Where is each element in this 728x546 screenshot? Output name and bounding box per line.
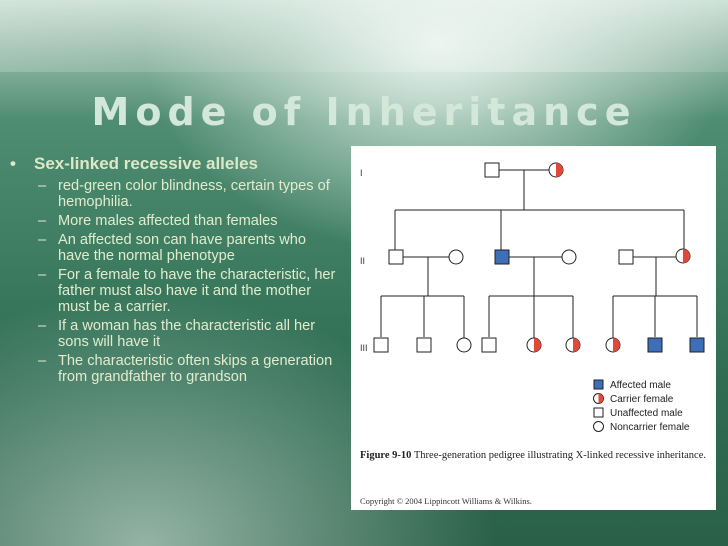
unaffected-male-symbol	[416, 337, 432, 353]
legend-label: Noncarrier female	[610, 422, 690, 433]
dash-marker: –	[38, 178, 47, 194]
unaffected-male-symbol	[481, 337, 497, 353]
affected-male-symbol	[494, 249, 510, 265]
pedigree-lines	[380, 169, 698, 338]
noncarrier-female-symbol	[561, 249, 577, 265]
dash-marker: –	[38, 353, 47, 369]
unaffected-male-symbol	[484, 162, 500, 178]
sub-bullet: –If a woman has the characteristic all h…	[10, 318, 340, 350]
noncarrier-female-symbol	[448, 249, 464, 265]
affected-male-symbol	[689, 337, 705, 353]
pedigree-chart: I II III	[360, 162, 705, 433]
noncarrier-female-symbol	[456, 337, 472, 353]
dash-marker: –	[38, 232, 47, 248]
sub-bullet-text: The characteristic often skips a generat…	[58, 353, 333, 385]
carrier-female-symbol	[675, 248, 691, 264]
pedigree-figure: I II III	[351, 146, 716, 510]
dash-marker: –	[38, 267, 47, 283]
affected-male-symbol	[647, 337, 663, 353]
sub-bullet-text: For a female to have the characteristic,…	[58, 267, 336, 315]
sub-bullet-text: If a woman has the characteristic all he…	[58, 318, 316, 350]
sub-bullet-text: An affected son can have parents who hav…	[58, 232, 306, 264]
legend-label: Carrier female	[610, 394, 674, 405]
caption-label: Figure 9-10	[360, 450, 412, 461]
carrier-female-symbol	[526, 337, 542, 353]
carrier-female-symbol	[605, 337, 621, 353]
sub-bullet-text: More males affected than females	[58, 213, 278, 229]
bullet-list: • Sex-linked recessive alleles –red-gree…	[10, 154, 340, 388]
sub-bullet: –For a female to have the characteristic…	[10, 267, 340, 315]
generation-label: I	[360, 168, 363, 178]
legend-carrier-female-swatch	[593, 393, 604, 404]
carrier-female-symbol	[548, 162, 564, 178]
sub-bullet: –An affected son can have parents who ha…	[10, 232, 340, 264]
unaffected-male-symbol	[618, 249, 634, 265]
sub-bullet: –More males affected than females	[10, 213, 340, 229]
bullet-marker: •	[10, 154, 16, 173]
main-bullet: • Sex-linked recessive alleles	[10, 154, 340, 174]
legend-label: Unaffected male	[610, 408, 683, 419]
sub-bullet-list: –red-green color blindness, certain type…	[10, 178, 340, 385]
generation-label: II	[360, 256, 365, 266]
unaffected-male-symbol	[388, 249, 404, 265]
legend-unaffected-male-swatch	[593, 407, 604, 418]
legend-label: Affected male	[610, 380, 671, 391]
generation-labels: I II III	[360, 168, 368, 353]
dash-marker: –	[38, 318, 47, 334]
legend-noncarrier-female-swatch	[593, 421, 604, 432]
legend: Affected male Carrier female Unaffected …	[593, 379, 690, 433]
figure-caption: Figure 9-10 Three-generation pedigree il…	[360, 449, 710, 462]
sub-bullet-text: red-green color blindness, certain types…	[58, 178, 330, 210]
generation-label: III	[360, 343, 368, 353]
unaffected-male-symbol	[373, 337, 389, 353]
dash-marker: –	[38, 213, 47, 229]
sub-bullet: –red-green color blindness, certain type…	[10, 178, 340, 210]
decorative-header-band	[0, 0, 728, 72]
copyright-notice: Copyright © 2004 Lippincott Williams & W…	[360, 496, 532, 506]
legend-affected-male-swatch	[593, 379, 604, 390]
main-bullet-text: Sex-linked recessive alleles	[34, 154, 258, 173]
caption-text: Three-generation pedigree illustrating X…	[411, 450, 706, 461]
sub-bullet: –The characteristic often skips a genera…	[10, 353, 340, 385]
carrier-female-symbol	[565, 337, 581, 353]
slide-title: Mode of Inheritance	[91, 90, 637, 134]
